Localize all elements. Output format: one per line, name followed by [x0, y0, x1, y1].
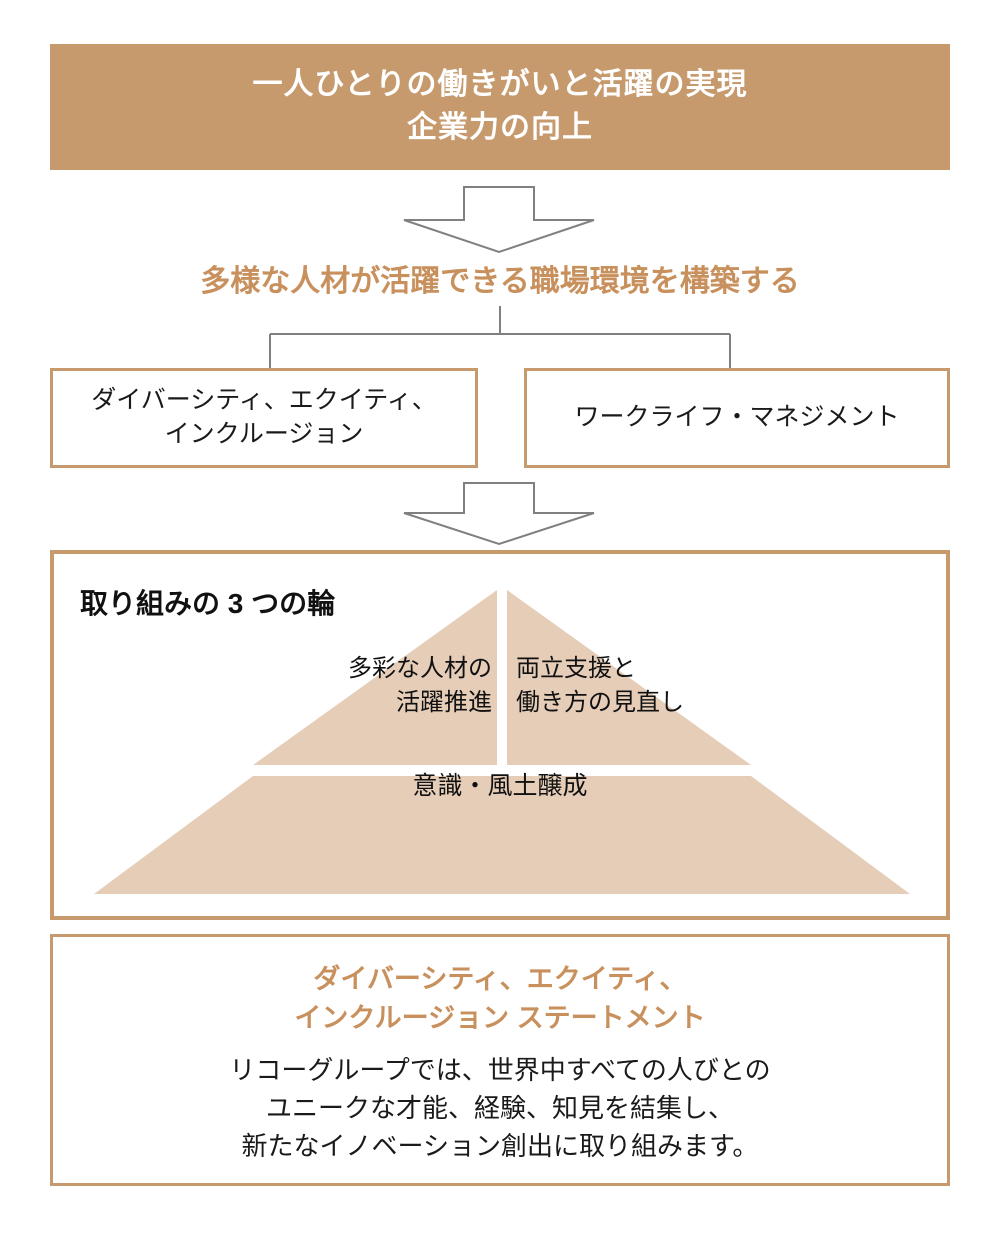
header-banner: 一人ひとりの働きがいと活躍の実現 企業力の向上 — [50, 44, 950, 170]
pyramid-left-line-1: 多彩な人材の — [348, 655, 492, 682]
pyramid-shapes — [94, 590, 910, 894]
statement-body-line-2: ユニークな才能、経験、知見を結集し、 — [265, 1092, 734, 1123]
pillar-left-text: ダイバーシティ、エクイティ、 インクルージョン — [91, 384, 437, 452]
pillar-box-diversity-equity-inclusion: ダイバーシティ、エクイティ、 インクルージョン — [50, 368, 478, 468]
subtitle-text: 多様な人材が活躍できる職場環境を構築する — [200, 265, 800, 298]
bracket-connector-icon — [240, 306, 760, 370]
pyramid-right-line-1: 両立支援と — [516, 655, 636, 682]
statement-title-line-1: ダイバーシティ、エクイティ、 — [313, 964, 687, 995]
pyramid-heading: 取り組みの 3 つの輪 — [80, 588, 336, 619]
header-line-1: 一人ひとりの働きがいと活躍の実現 — [252, 68, 748, 102]
statement-title: ダイバーシティ、エクイティ、 インクルージョン ステートメント — [294, 960, 705, 1038]
pyramid-left-triangle-label: 多彩な人材の 活躍推進 — [242, 652, 492, 720]
pyramid-right-line-2: 働き方の見直し — [516, 689, 684, 717]
down-block-arrow-icon-top — [402, 186, 596, 254]
pillar-box-work-life-management: ワークライフ・マネジメント — [524, 368, 950, 468]
pyramid-base-label: 意識・風土醸成 — [412, 772, 588, 800]
pyramid-left-line-2: 活躍推進 — [396, 689, 492, 717]
statement-title-line-2: インクルージョン ステートメント — [294, 1003, 706, 1034]
pillar-left-line-1: ダイバーシティ、エクイティ、 — [91, 386, 437, 415]
pyramid-right-triangle-label: 両立支援と 働き方の見直し — [516, 652, 766, 720]
pillar-right-line-1: ワークライフ・マネジメント — [574, 403, 900, 432]
header-line-2: 企業力の向上 — [407, 111, 593, 144]
statement-body: リコーグループでは、世界中すべての人びとの ユニークな才能、経験、知見を結集し、… — [229, 1052, 770, 1166]
pyramid-panel: 取り組みの 3 つの輪 多彩な人材の 活躍推進 両立支援と 働き方の見直し 意識… — [50, 550, 950, 920]
down-block-arrow-icon-middle — [402, 482, 596, 546]
statement-panel: ダイバーシティ、エクイティ、 インクルージョン ステートメント リコーグループで… — [50, 934, 950, 1186]
statement-body-line-3: 新たなイノベーション創出に取り組みます。 — [241, 1130, 759, 1161]
pillar-right-text: ワークライフ・マネジメント — [574, 401, 899, 435]
statement-body-line-1: リコーグループでは、世界中すべての人びとの — [229, 1054, 771, 1085]
pillar-left-line-2: インクルージョン — [164, 420, 364, 448]
